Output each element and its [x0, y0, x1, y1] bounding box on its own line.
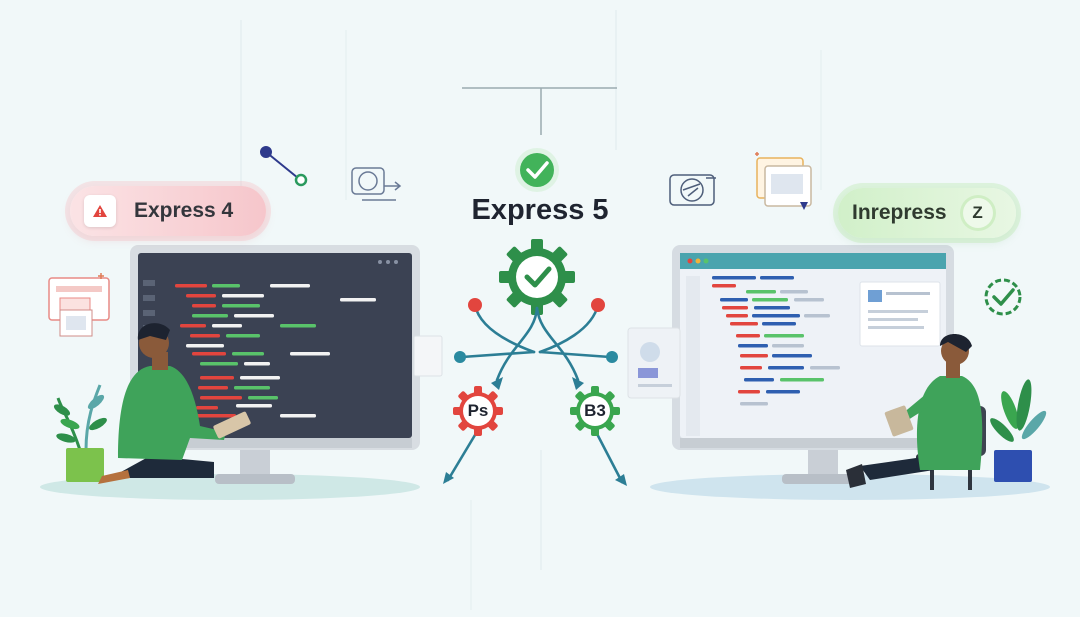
inrepress-suffix-badge: Z: [962, 198, 993, 228]
right-code-lines: [712, 276, 840, 406]
right-monitor: [672, 245, 954, 484]
left-floating-doc: [413, 335, 443, 377]
left-plant-icon: [53, 384, 107, 482]
left-person: [98, 323, 251, 484]
right-panel-card: [859, 281, 941, 347]
right-floating-doc: [627, 327, 681, 399]
timer-sketch-icon: [351, 167, 402, 201]
inrepress-pill: Inrepress Z: [838, 188, 1016, 238]
express5-title: Express 5: [471, 194, 609, 226]
express4-pill: Express 4: [70, 186, 266, 236]
green-gear-icon: [570, 386, 620, 436]
ps-gear-label: Ps: [467, 401, 489, 420]
warning-icon: [84, 195, 116, 227]
left-code-lines: [175, 284, 376, 418]
check-circle-right-icon: [984, 278, 1022, 316]
window-stack-icon: [755, 152, 812, 210]
express4-label: Express 4: [134, 199, 234, 222]
flow-nodes: [454, 298, 618, 363]
right-plant-icon: [990, 379, 1047, 482]
b3-gear-label: B3: [584, 401, 606, 420]
link-node-icon: [260, 146, 308, 187]
top-connector-lines: [462, 87, 617, 135]
compass-sketch-icon: [669, 174, 716, 206]
flow-branches: [446, 303, 624, 484]
right-person: [846, 334, 983, 488]
flow-arrowheads: [443, 377, 627, 486]
red-gear-icon: [453, 386, 503, 436]
inrepress-label: Inrepress: [852, 201, 947, 224]
background-beams: [240, 10, 822, 610]
check-badge-icon: [515, 148, 559, 192]
note-card-left-icon: [48, 273, 110, 337]
left-floor: [40, 474, 420, 500]
gear-check-icon: [499, 239, 575, 315]
